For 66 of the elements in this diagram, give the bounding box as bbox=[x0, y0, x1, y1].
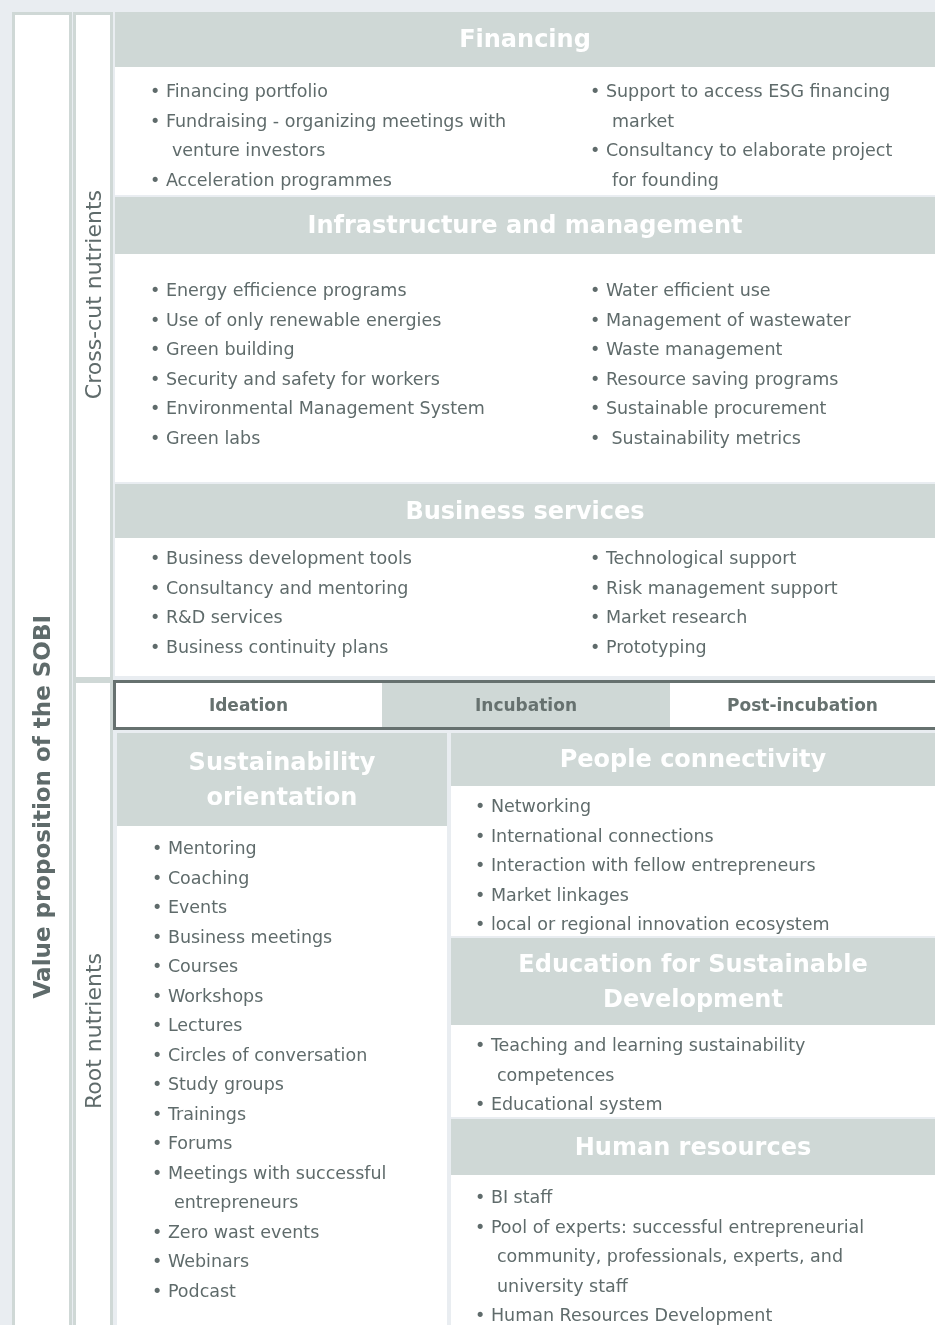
list-item: • Market research bbox=[590, 606, 749, 629]
list-item: • Sustainability metrics bbox=[590, 426, 802, 450]
list-item: • Mentoring bbox=[152, 837, 258, 860]
side-band bbox=[12, 12, 72, 1325]
list-item: • Business meetings bbox=[152, 925, 334, 949]
list-item: • Management of wastewater bbox=[590, 308, 852, 332]
stage-label: Ideation bbox=[115, 683, 382, 727]
list-item: • Resource saving programs bbox=[590, 367, 840, 391]
list-item: • Trainings bbox=[152, 1102, 248, 1126]
side-band bbox=[73, 680, 113, 1325]
list-item: • Business development tools bbox=[150, 547, 413, 570]
list-item: • Prototyping bbox=[590, 635, 708, 659]
list-item: • Sustainable procurement bbox=[590, 397, 828, 420]
list-item: • Waste management bbox=[590, 338, 784, 361]
list-item: • Podcast bbox=[152, 1279, 237, 1303]
list-item: • Technological support bbox=[590, 547, 798, 570]
list-item: • Human Resources Development bbox=[475, 1304, 774, 1325]
list-item: • Interaction with fellow entrepreneurs bbox=[475, 854, 817, 877]
section-panel bbox=[115, 12, 935, 195]
band-label: Cross-cut nutrients bbox=[80, 190, 106, 400]
list-item: • Courses bbox=[152, 955, 240, 978]
list-item: • Events bbox=[152, 896, 229, 919]
list-item: • Water efficient use bbox=[590, 279, 772, 302]
section-panel bbox=[117, 733, 447, 1325]
list-item: • Lectures bbox=[152, 1014, 244, 1037]
list-item: • Study groups bbox=[152, 1073, 285, 1096]
list-item: • Workshops bbox=[152, 984, 265, 1008]
list-item: • Green building bbox=[150, 338, 296, 361]
list-item: • Teaching and learning sustainability competences bbox=[475, 1034, 807, 1087]
list-item: • Consultancy and mentoring bbox=[150, 576, 410, 600]
section-panel bbox=[115, 197, 935, 482]
list-item: • Forums bbox=[152, 1132, 234, 1155]
list-item: • Zero wast events bbox=[152, 1220, 321, 1244]
list-item: • Security and safety for workers bbox=[150, 367, 441, 391]
stage-label: Post-incubation bbox=[670, 683, 935, 727]
list-item: • Fundraising - organizing meetings with venture investors bbox=[150, 109, 508, 162]
list-item: • Risk management support bbox=[590, 576, 839, 600]
list-item: • Meetings with successful entrepreneurs bbox=[152, 1161, 388, 1214]
section-panel bbox=[451, 1119, 935, 1325]
list-item: • Energy efficience programs bbox=[150, 279, 408, 302]
list-item: • Educational system bbox=[475, 1093, 664, 1116]
list-item: • Coaching bbox=[152, 866, 251, 890]
list-item: • Green labs bbox=[150, 426, 262, 450]
section-panel bbox=[115, 484, 935, 676]
list-item: • Market linkages bbox=[475, 883, 630, 907]
list-item: • Circles of conversation bbox=[152, 1043, 369, 1067]
list-item: • International connections bbox=[475, 824, 715, 848]
section-panel bbox=[451, 938, 935, 1117]
section-panel bbox=[451, 733, 935, 936]
list-item: • Pool of experts: successful entrepreneurial community, professionals, experts, and university staff bbox=[475, 1215, 866, 1298]
list-item: • Financing portfolio bbox=[150, 80, 329, 103]
list-item: • local or regional innovation ecosystem bbox=[475, 913, 830, 936]
list-item: • Acceleration programmes bbox=[150, 168, 393, 192]
band-label: Value proposition of the SOBI bbox=[29, 615, 55, 999]
list-item: • Use of only renewable energies bbox=[150, 308, 443, 332]
list-item: • BI staff bbox=[475, 1186, 554, 1209]
list-item: • Environmental Management System bbox=[150, 397, 486, 420]
list-item: • R&D services bbox=[150, 606, 284, 629]
list-item: • Support to access ESG financing market bbox=[590, 80, 892, 133]
stage-label: Incubation bbox=[382, 683, 670, 727]
band-label: Root nutrients bbox=[80, 953, 106, 1110]
list-item: • Webinars bbox=[152, 1250, 251, 1273]
list-item: • Consultancy to elaborate project for founding bbox=[590, 139, 894, 192]
side-band bbox=[73, 12, 113, 680]
list-item: • Networking bbox=[475, 795, 592, 818]
list-item: • Business continuity plans bbox=[150, 635, 390, 659]
